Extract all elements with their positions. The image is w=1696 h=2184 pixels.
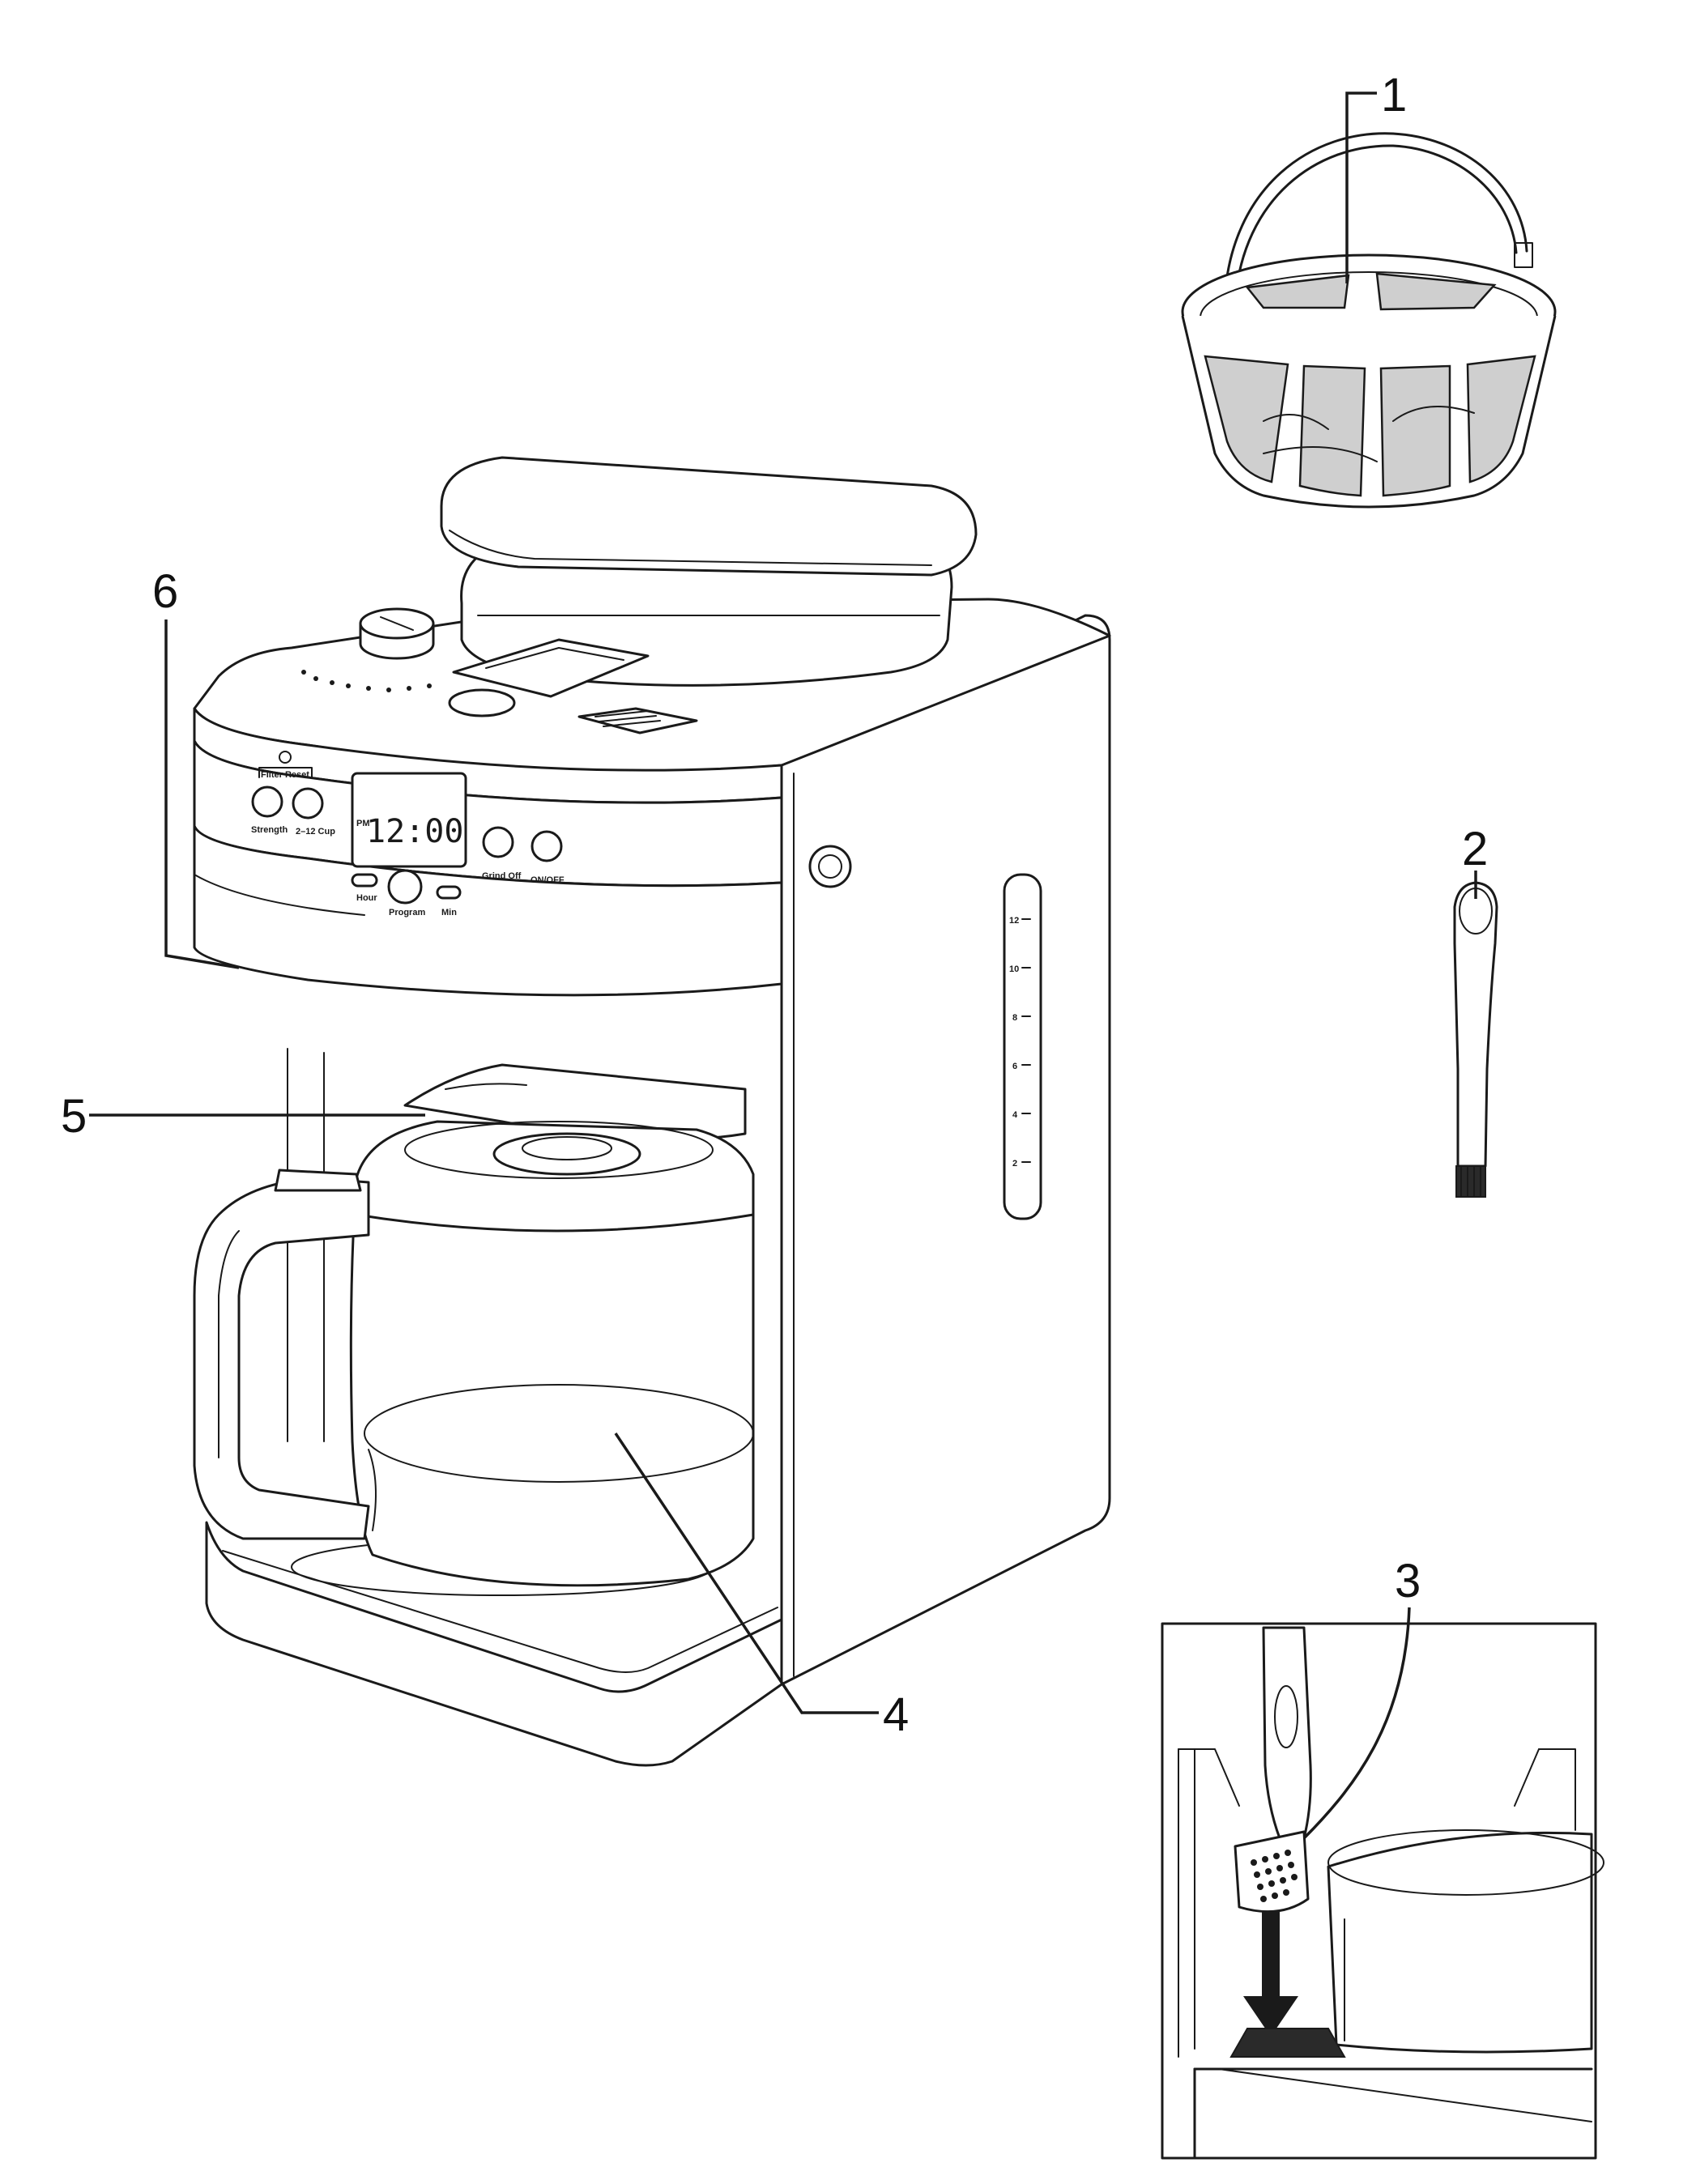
inset-detail: 3 bbox=[1161, 1555, 1604, 2160]
gauge-mark-12: 12 bbox=[1009, 916, 1019, 926]
on-off-label: ON/OFF bbox=[531, 875, 565, 885]
lcd-clock: 12:00 bbox=[366, 813, 463, 850]
carafe bbox=[193, 1120, 755, 1587]
cup-select-button[interactable] bbox=[292, 787, 324, 820]
strength-button[interactable] bbox=[251, 785, 283, 818]
strength-label: Strength bbox=[251, 825, 288, 835]
grind-dial-dots bbox=[301, 670, 432, 692]
cup-select-label: 2–12 Cup bbox=[296, 827, 335, 837]
hour-button[interactable] bbox=[351, 873, 378, 888]
gauge-mark-6: 6 bbox=[1012, 1062, 1017, 1071]
on-off-button[interactable] bbox=[531, 830, 563, 862]
filter-reset-label: Filter Reset bbox=[261, 770, 309, 780]
brush-holes bbox=[1251, 1850, 1298, 1902]
gauge-mark-4: 4 bbox=[1012, 1110, 1018, 1120]
min-button[interactable] bbox=[436, 885, 462, 900]
cleaning-brush: 2 bbox=[1453, 823, 1498, 1198]
hour-label: Hour bbox=[356, 893, 377, 903]
min-label: Min bbox=[441, 908, 457, 917]
grind-off-label: Grind Off bbox=[482, 871, 522, 881]
callout-3-label: 3 bbox=[1395, 1555, 1421, 1607]
grind-off-button[interactable] bbox=[482, 826, 514, 858]
main-callouts: 6 5 4 bbox=[61, 565, 909, 1741]
program-button[interactable] bbox=[387, 869, 423, 905]
callout-4-label: 4 bbox=[883, 1688, 909, 1741]
gauge-mark-2: 2 bbox=[1012, 1159, 1017, 1169]
lcd-pm: PM bbox=[356, 819, 370, 828]
gauge-mark-8: 8 bbox=[1012, 1013, 1017, 1023]
coffee-maker: 12 10 8 6 4 2 bbox=[193, 456, 1111, 1767]
gauge-mark-10: 10 bbox=[1009, 964, 1019, 974]
filter-basket: 1 bbox=[1181, 69, 1557, 509]
callout-2-label: 2 bbox=[1462, 823, 1488, 875]
lcd-display bbox=[351, 772, 467, 868]
callout-1-label: 1 bbox=[1381, 69, 1407, 121]
program-label: Program bbox=[389, 908, 425, 917]
callout-6-label: 6 bbox=[152, 565, 178, 618]
water-gauge-marks: 12 10 8 6 4 2 bbox=[1009, 916, 1031, 1169]
callout-5-label: 5 bbox=[61, 1090, 87, 1143]
